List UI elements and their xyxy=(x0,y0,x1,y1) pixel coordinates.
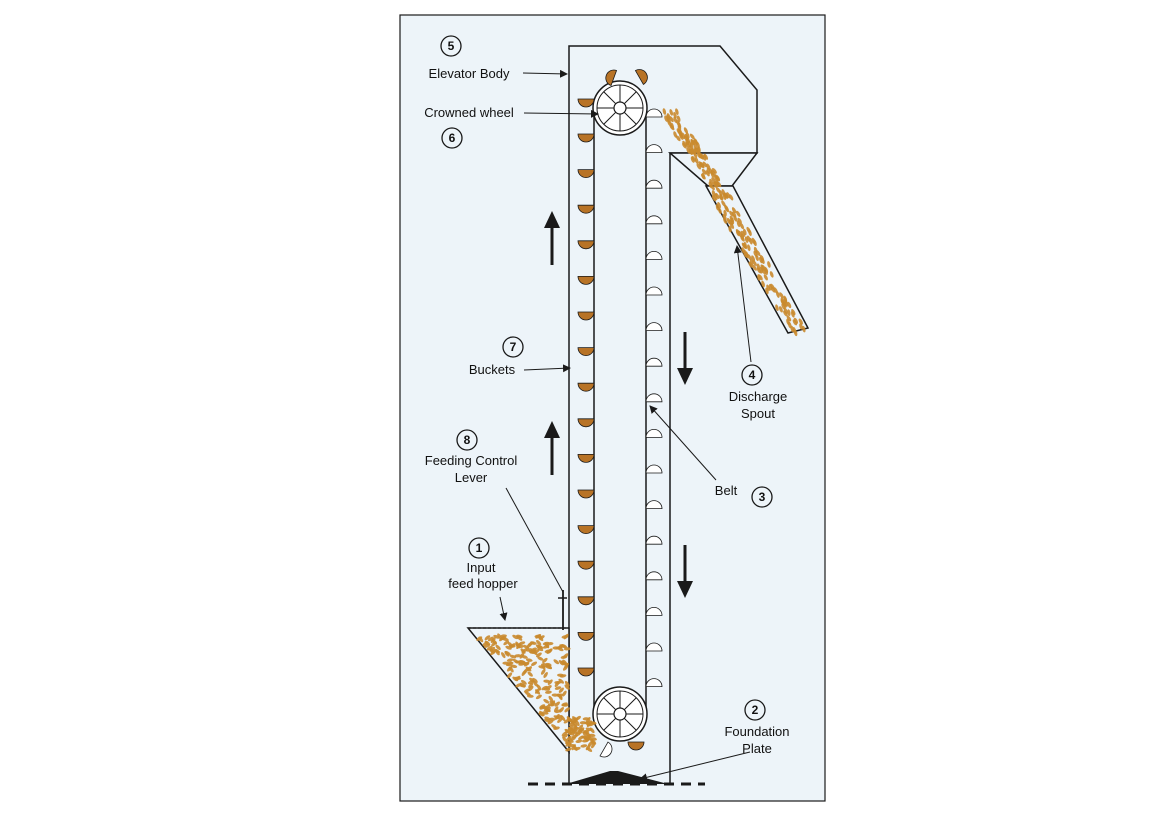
label-belt: Belt 3 xyxy=(715,483,773,508)
svg-text:Buckets: Buckets xyxy=(469,362,516,377)
label-crowned-wheel: Crowned wheel 6 xyxy=(424,105,514,149)
bucket-full xyxy=(577,560,595,570)
label-foundation-plate: 2 Foundation Plate xyxy=(724,699,790,756)
bucket-empty xyxy=(645,464,663,474)
bucket-full xyxy=(577,454,595,463)
bucket-full xyxy=(577,489,595,499)
svg-text:1: 1 xyxy=(476,541,483,555)
leader-lines xyxy=(499,69,752,782)
bucket-empty xyxy=(645,251,663,260)
bucket-full xyxy=(577,204,595,214)
bucket-full xyxy=(577,133,595,143)
svg-text:4: 4 xyxy=(749,368,756,382)
bucket-empty xyxy=(645,179,663,189)
discharge-stream xyxy=(662,108,722,194)
svg-text:5: 5 xyxy=(448,39,455,53)
bucket-empty xyxy=(645,144,663,153)
svg-text:Elevator Body: Elevator Body xyxy=(429,66,510,81)
bucket-full xyxy=(577,169,595,178)
discharge-grain xyxy=(711,189,806,337)
bucket-full xyxy=(577,596,595,606)
svg-text:feed hopper: feed hopper xyxy=(448,576,518,591)
buckets-full xyxy=(577,133,595,677)
label-buckets: 7 Buckets xyxy=(469,336,524,377)
bucket-full xyxy=(577,525,595,534)
bucket-empty xyxy=(645,215,663,225)
buckets-empty xyxy=(645,108,663,687)
crowned-wheel-top xyxy=(592,80,648,136)
label-elevator-body: 5 Elevator Body xyxy=(429,35,510,81)
svg-text:7: 7 xyxy=(510,340,517,354)
bucket-empty xyxy=(645,642,663,652)
bucket-full xyxy=(577,667,595,677)
svg-text:Spout: Spout xyxy=(741,406,775,421)
svg-text:Plate: Plate xyxy=(742,741,772,756)
down-arrow-icon xyxy=(677,332,693,385)
down-arrow-icon xyxy=(677,545,693,598)
svg-text:Feeding Control: Feeding Control xyxy=(425,453,518,468)
bucket-empty xyxy=(645,678,663,687)
svg-text:Input: Input xyxy=(467,560,496,575)
up-arrow-icon xyxy=(544,211,560,265)
crowned-wheel-bottom xyxy=(592,686,648,742)
buckets-on-bottom-wheel xyxy=(599,741,645,758)
diagram-panel xyxy=(399,14,826,802)
label-feeding-control-lever: 8 Feeding Control Lever xyxy=(425,429,518,485)
svg-text:Lever: Lever xyxy=(455,470,488,485)
bucket-empty xyxy=(645,500,663,509)
boot-grain xyxy=(564,715,597,752)
hopper-grain xyxy=(476,633,571,743)
bucket-full xyxy=(577,418,595,428)
label-input-feed-hopper: 1 Input feed hopper xyxy=(448,537,518,591)
bucket-full xyxy=(577,347,595,356)
bucket-empty xyxy=(645,322,663,331)
up-arrow-icon xyxy=(544,421,560,475)
svg-text:6: 6 xyxy=(449,131,456,145)
bucket-empty xyxy=(645,393,663,403)
bucket-full xyxy=(577,382,595,392)
bucket-empty xyxy=(645,535,663,545)
bucket-full xyxy=(577,311,595,321)
bucket-empty xyxy=(645,357,663,367)
bucket-full xyxy=(577,276,595,285)
svg-text:3: 3 xyxy=(759,490,766,504)
label-discharge-spout: 4 Discharge Spout xyxy=(729,364,788,421)
bucket-full xyxy=(577,632,595,641)
svg-text:Discharge: Discharge xyxy=(729,389,788,404)
bucket-full xyxy=(577,240,595,250)
svg-text:Foundation: Foundation xyxy=(724,724,789,739)
bucket-empty xyxy=(645,607,663,616)
feeding-control-lever xyxy=(558,590,567,630)
bucket-empty xyxy=(645,286,663,296)
svg-text:Belt: Belt xyxy=(715,483,738,498)
buckets-on-top-wheel xyxy=(577,69,648,108)
svg-text:Crowned wheel: Crowned wheel xyxy=(424,105,514,120)
svg-text:8: 8 xyxy=(464,433,471,447)
svg-text:2: 2 xyxy=(752,703,759,717)
bucket-empty xyxy=(645,429,663,438)
bucket-empty xyxy=(645,571,663,581)
